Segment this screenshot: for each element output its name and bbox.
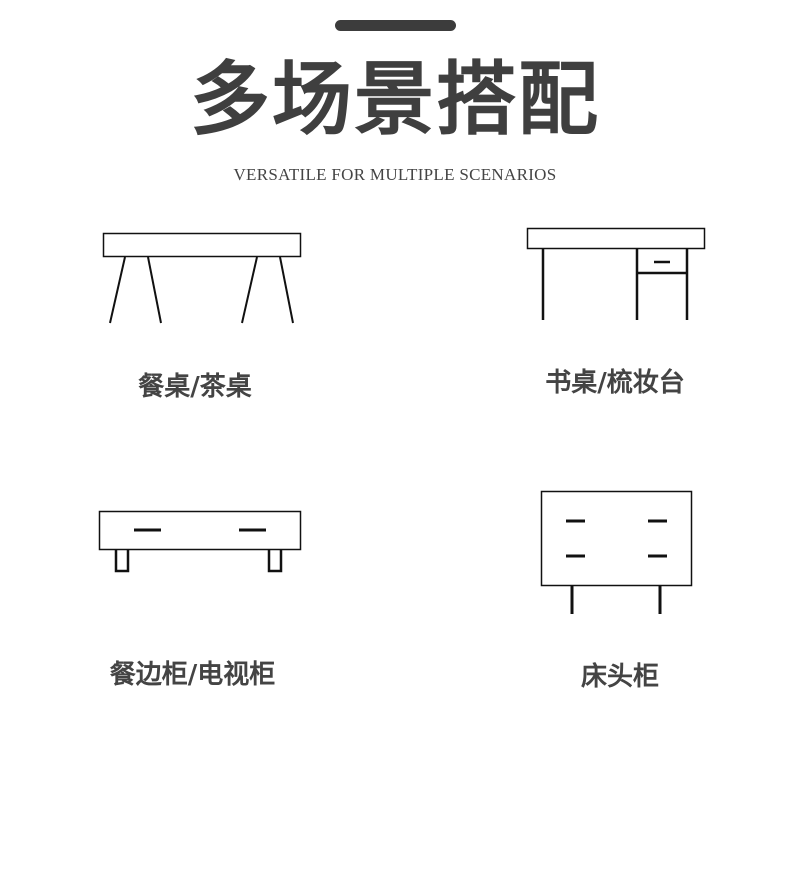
scenario-label-sideboard: 餐边柜/电视柜 <box>109 660 276 690</box>
desk-icon <box>526 227 706 320</box>
dining-table-icon <box>102 232 302 324</box>
sideboard-icon <box>98 510 302 573</box>
scenario-label-desk: 书桌/梳妆台 <box>545 368 685 398</box>
page-subtitle: VERSATILE FOR MULTIPLE SCENARIOS <box>233 165 557 184</box>
decorative-top-bar <box>335 20 456 31</box>
page-title: 多场景搭配 <box>190 53 600 146</box>
nightstand-icon <box>540 490 693 614</box>
scenario-label-nightstand: 床头柜 <box>580 662 659 692</box>
scenario-label-dining-table: 餐桌/茶桌 <box>138 372 252 402</box>
